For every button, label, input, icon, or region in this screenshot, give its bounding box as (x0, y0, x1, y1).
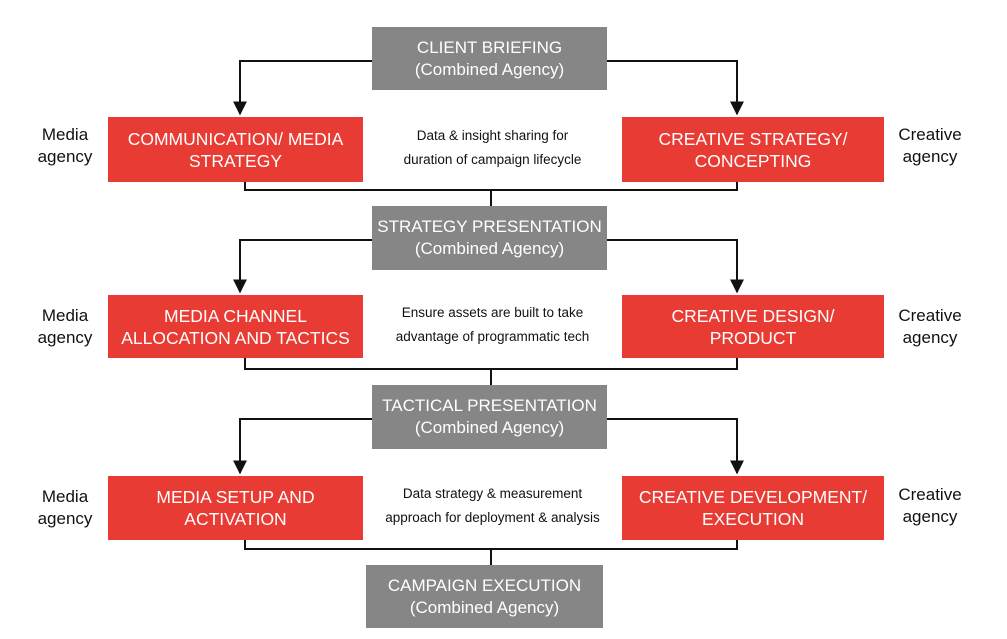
merge-line-3 (244, 540, 738, 550)
media-box-setup-activation: MEDIA SETUP AND ACTIVATION (108, 476, 363, 540)
branch-arrow-left-3 (233, 418, 372, 475)
branch-arrow-left-1 (233, 60, 372, 116)
collaboration-note: Data & insight sharing for duration of c… (363, 124, 622, 172)
creative-agency-label: Creative agency (898, 125, 962, 166)
creative-box-development-execution: CREATIVE DEVELOPMENT/ EXECUTION (622, 476, 884, 540)
media-box-line: STRATEGY (188, 150, 283, 171)
media-box-channel-allocation: MEDIA CHANNEL ALLOCATION AND TACTICS (108, 295, 363, 358)
media-agency-label: Media agency (37, 306, 93, 347)
phase-title: STRATEGY PRESENTATION (377, 217, 602, 236)
phase-subtitle: (Combined Agency) (409, 597, 560, 617)
phase-box-strategy-presentation: STRATEGY PRESENTATION (Combined Agency) (372, 206, 607, 270)
creative-box-line: PRODUCT (709, 327, 797, 348)
branch-arrow-left-2 (233, 239, 372, 294)
phase-title: TACTICAL PRESENTATION (382, 396, 597, 415)
creative-agency-label: Creative agency (898, 306, 962, 347)
merge-line-1 (244, 182, 738, 191)
media-box-line: MEDIA SETUP AND (156, 487, 315, 507)
phase-box-tactical-presentation: TACTICAL PRESENTATION (Combined Agency) (372, 385, 607, 449)
phase-title: CAMPAIGN EXECUTION (387, 575, 582, 595)
phase-subtitle: (Combined Agency) (414, 418, 565, 437)
phase-subtitle: (Combined Agency) (414, 59, 565, 79)
media-box-line: COMMUNICATION/ MEDIA (127, 128, 344, 149)
phase-subtitle: (Combined Agency) (414, 239, 565, 258)
phase-title: CLIENT BRIEFING (416, 37, 563, 57)
branch-arrow-right-1 (607, 60, 744, 116)
creative-box-line: CREATIVE DESIGN/ (671, 305, 835, 326)
media-box-line: ALLOCATION AND TACTICS (121, 327, 350, 348)
media-box-line: MEDIA CHANNEL (164, 305, 307, 326)
creative-box-strategy-concepting: CREATIVE STRATEGY/ CONCEPTING (622, 117, 884, 182)
creative-box-line: CREATIVE STRATEGY/ (658, 128, 848, 149)
collaboration-note: Data strategy & measurement approach for… (363, 482, 622, 530)
merge-line-2 (244, 358, 738, 370)
branch-arrow-right-2 (607, 239, 744, 294)
phase-box-client-briefing: CLIENT BRIEFING (Combined Agency) (372, 27, 607, 90)
media-agency-label: Media agency (37, 125, 93, 166)
creative-box-line: CONCEPTING (694, 150, 812, 171)
media-box-line: ACTIVATION (184, 509, 287, 529)
collaboration-note: Ensure assets are built to take advantag… (363, 301, 622, 349)
creative-box-line: EXECUTION (701, 509, 805, 529)
creative-agency-label: Creative agency (898, 485, 962, 526)
media-agency-label: Media agency (37, 487, 93, 528)
phase-box-campaign-execution: CAMPAIGN EXECUTION (Combined Agency) (366, 565, 603, 628)
creative-box-line: CREATIVE DEVELOPMENT/ (638, 487, 868, 507)
creative-box-design-product: CREATIVE DESIGN/ PRODUCT (622, 295, 884, 358)
branch-arrow-right-3 (607, 418, 744, 475)
media-box-communication-strategy: COMMUNICATION/ MEDIA STRATEGY (108, 117, 363, 182)
